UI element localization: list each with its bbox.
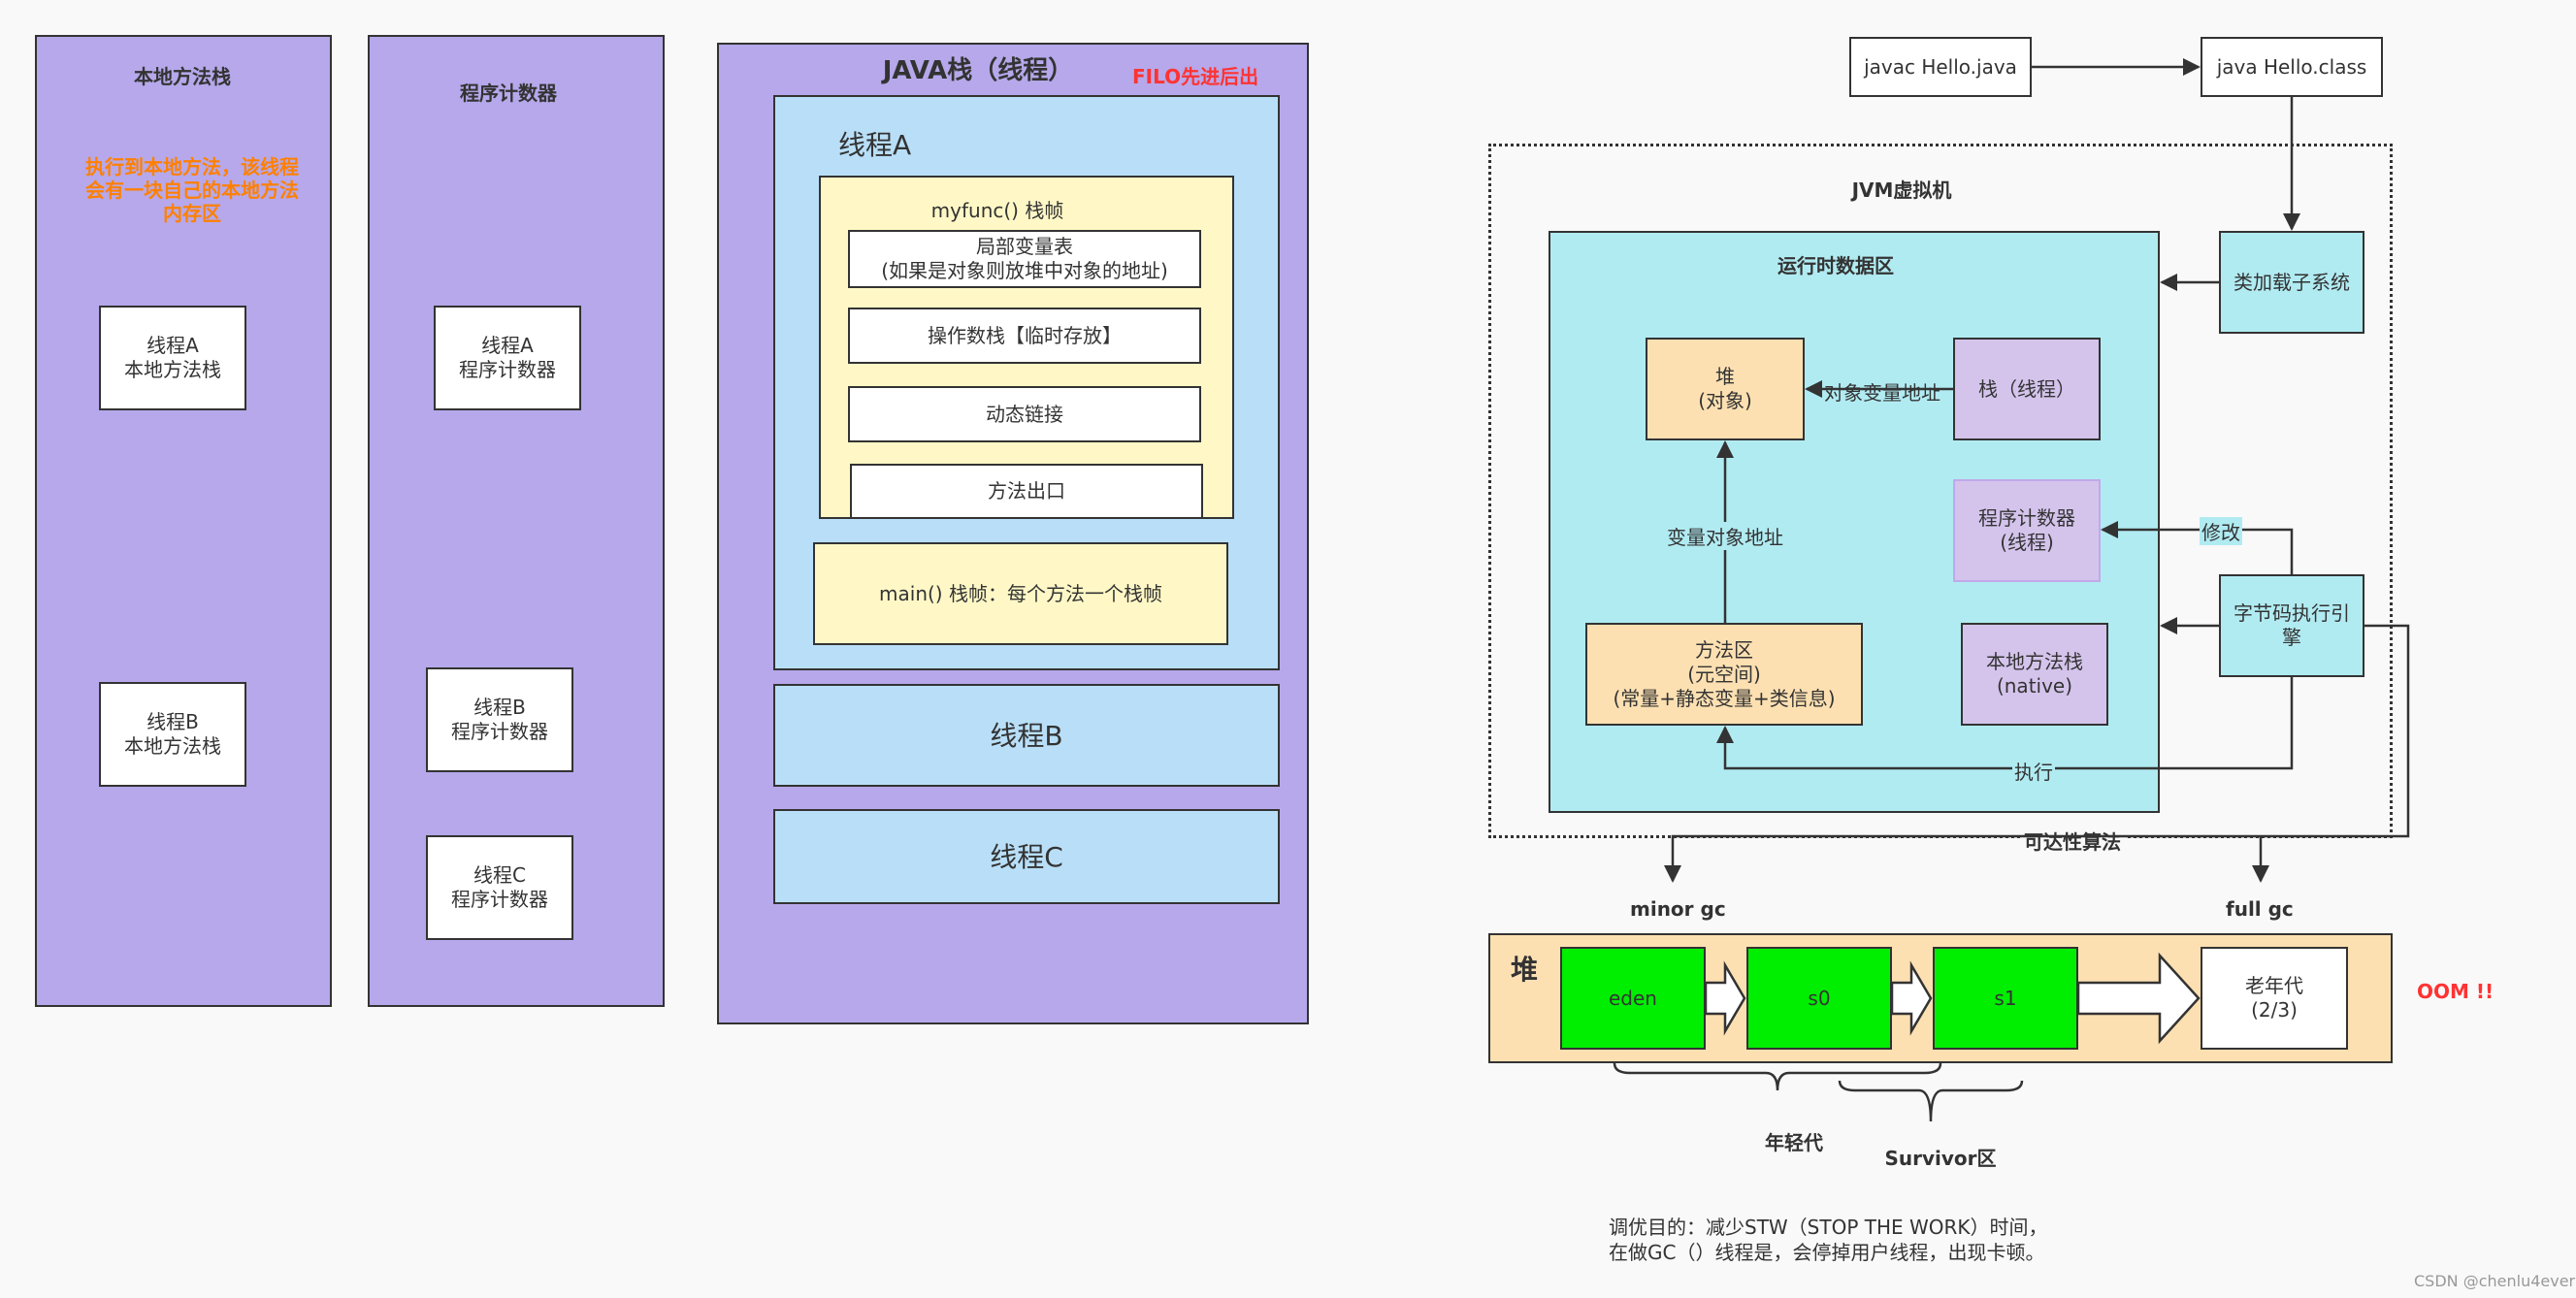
thread-a-label: 线程A [838,129,912,161]
java-stack-title: JAVA栈（线程） [882,56,1074,85]
method-exit: 方法出口 [850,464,1203,519]
filo-label: FILO先进后出 [1132,65,1259,88]
eden-box: eden [1560,947,1706,1050]
class-loader-subsystem: 类加载子系统 [2219,231,2364,334]
native-stack-box: 本地方法栈 (native) [1961,623,2108,726]
dynamic-link: 动态链接 [848,386,1201,442]
object-ref-label: 对象变量地址 [1822,377,1942,406]
modify-label: 修改 [2200,517,2242,545]
pc-thread-a-box: 线程A 程序计数器 [434,306,581,410]
native-stack-note: 执行到本地方法，该线程 会有一块自己的本地方法 内存区 [85,155,299,225]
native-stack-thread-a-box: 线程A 本地方法栈 [99,306,246,410]
main-frame: main() 栈帧：每个方法一个栈帧 [813,542,1228,645]
local-variable-table: 局部变量表 (如果是对象则放堆中对象的地址) [848,230,1201,288]
method-area-box: 方法区 (元空间) (常量+静态变量+类信息) [1585,623,1863,726]
jvm-title: JVM虚拟机 [1851,178,1952,202]
execute-label: 执行 [2012,757,2055,785]
execution-engine-box: 字节码执行引 擎 [2219,574,2364,677]
old-generation-box: 老年代 (2/3) [2201,947,2348,1050]
heap-box: 堆 (对象) [1646,338,1805,440]
pc-thread-c-box: 线程C 程序计数器 [426,835,573,940]
stack-box: 栈（线程） [1953,338,2101,440]
young-gen-brace [1613,1062,1942,1091]
full-gc-label: full gc [2226,897,2294,921]
tuning-note: 调优目的：减少STW（STOP THE WORK）时间， 在做GC（）线程是，会… [1609,1216,2048,1264]
pc-register-box: 程序计数器 (线程) [1953,479,2101,582]
survivor-label: Survivor区 [1884,1147,1997,1170]
thread-c-stack: 线程C [773,809,1280,904]
pc-register-title: 程序计数器 [460,81,557,105]
native-method-stack-title: 本地方法栈 [134,65,231,88]
native-stack-thread-b-box: 线程B 本地方法栈 [99,682,246,787]
s1-box: s1 [1933,947,2078,1050]
s0-box: s0 [1746,947,1892,1050]
thread-b-stack: 线程B [773,684,1280,787]
minor-gc-label: minor gc [1630,897,1726,921]
java-class-box: java Hello.class [2201,37,2383,97]
pc-thread-b-box: 线程B 程序计数器 [426,667,573,772]
watermark: CSDN @chenlu4ever [2414,1272,2576,1290]
survivor-brace [1838,1080,2024,1122]
native-method-stack-panel [35,35,332,1007]
oom-label: OOM !! [2417,980,2494,1003]
young-generation-label: 年轻代 [1765,1131,1823,1154]
reachability-label: 可达性算法 [2020,827,2125,855]
var-obj-addr-label: 变量对象地址 [1665,522,1785,550]
heap-generation-title: 堆 [1511,954,1539,986]
operand-stack: 操作数栈【临时存放】 [848,308,1201,364]
javac-box: javac Hello.java [1849,37,2032,97]
myfunc-frame-label: myfunc() 栈帧 [930,199,1064,222]
runtime-data-area-title: 运行时数据区 [1777,254,1894,277]
